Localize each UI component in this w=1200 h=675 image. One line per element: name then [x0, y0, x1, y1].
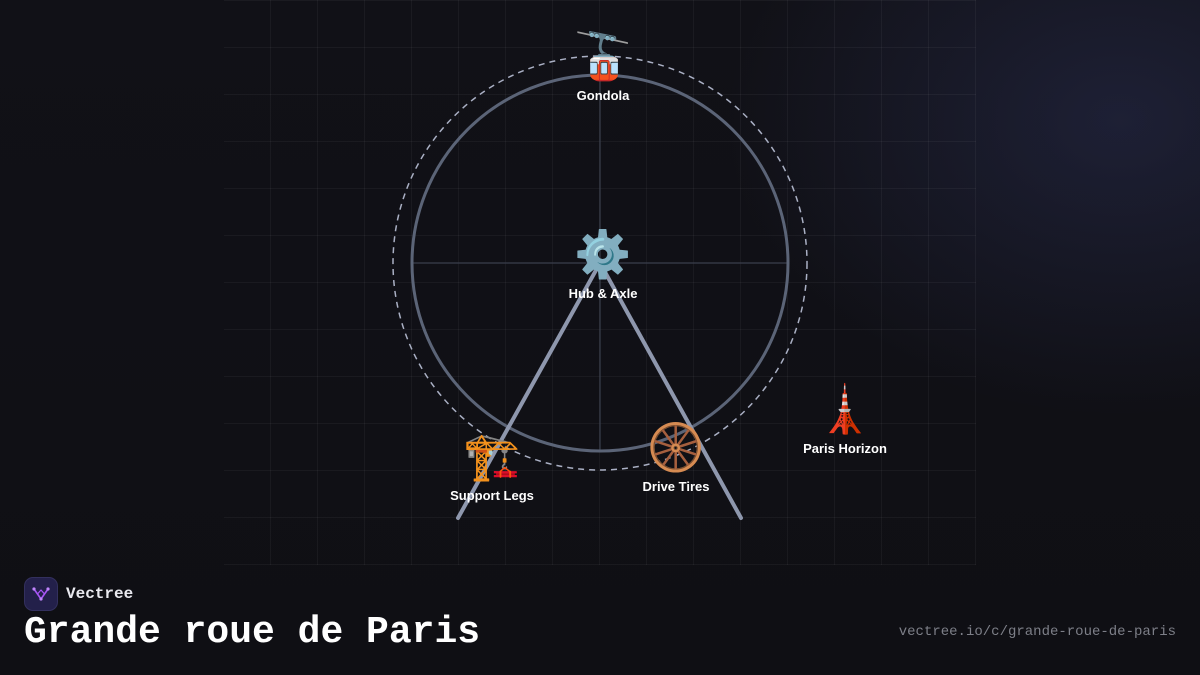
paris-horizon-label: Paris Horizon — [803, 441, 887, 456]
hub-node[interactable]: ⚙️ Hub & Axle — [569, 228, 638, 301]
wheel-rim — [410, 73, 790, 453]
wheel-icon: 🛞 — [647, 420, 705, 474]
gondola-icon: 🚡 — [574, 29, 632, 83]
support-legs-label: Support Legs — [450, 488, 534, 503]
gear-icon: ⚙️ — [574, 227, 632, 281]
crane-icon: 🏗️ — [463, 429, 521, 483]
outer-dashed-ring — [392, 55, 808, 471]
vectree-logo-icon — [24, 577, 58, 611]
drive-tires-label: Drive Tires — [642, 479, 710, 494]
eiffel-tower-icon: 🗼 — [816, 382, 874, 436]
paris-horizon-node[interactable]: 🗼 Paris Horizon — [803, 383, 887, 456]
gondola-node[interactable]: 🚡 Gondola — [574, 30, 631, 103]
brand-name: Vectree — [66, 585, 134, 603]
page-url[interactable]: vectree.io/c/grande-roue-de-paris — [898, 624, 1176, 640]
drive-tires-node[interactable]: 🛞 Drive Tires — [643, 421, 710, 494]
support-leg-left — [456, 261, 602, 520]
support-legs-node[interactable]: 🏗️ Support Legs — [450, 430, 534, 503]
gondola-label: Gondola — [576, 88, 630, 103]
brand[interactable]: Vectree — [24, 577, 133, 611]
hub-label: Hub & Axle — [568, 286, 638, 301]
support-leg-right — [598, 261, 743, 520]
page-title: Grande roue de Paris — [24, 611, 481, 654]
